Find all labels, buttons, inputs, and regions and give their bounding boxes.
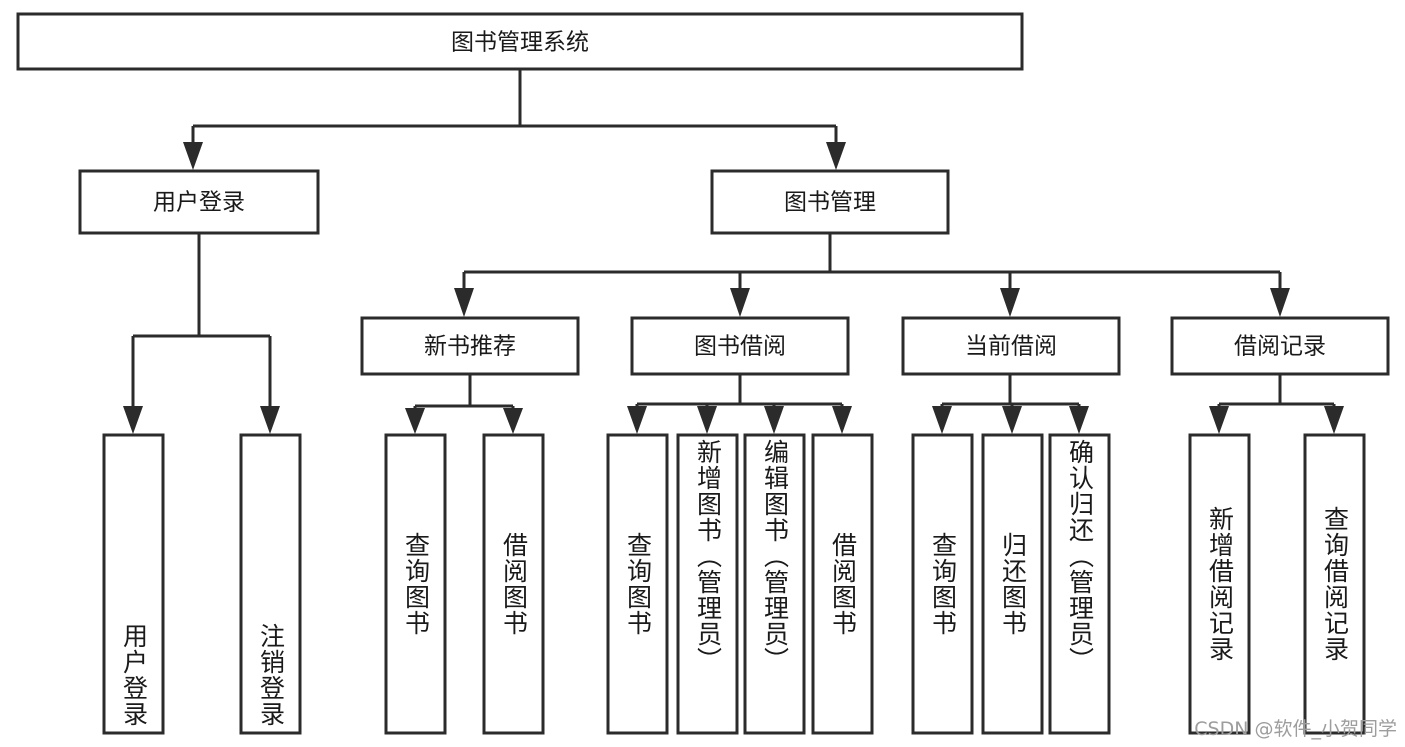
arrow-head-icon [1324,406,1344,434]
arrow-head-icon [826,142,846,170]
node-current-borrow-label: 当前借阅 [965,334,1057,360]
leaf-node-query-record[interactable] [1303,433,1366,735]
node-user-login[interactable]: 用户登录 [78,169,320,235]
arrow-head-icon [627,406,647,434]
node-borrow-record[interactable]: 借阅记录 [1170,316,1390,376]
connector-bookmgmt-to-level3 [454,233,1290,317]
leaf-node-add-book-admin[interactable] [676,433,739,735]
arrow-head-icon [1069,406,1089,434]
leaf-node-borrow-book-2[interactable] [811,433,874,735]
leaf-node-logout-login[interactable] [239,433,302,735]
arrow-head-icon [730,288,750,317]
leaf-node-add-record[interactable] [1188,433,1251,735]
leaf-node-query-book-1[interactable] [384,433,447,735]
arrow-head-icon [932,406,952,434]
arrow-head-icon [697,406,717,434]
connector-userlogin-to-leaves [123,233,280,434]
connector-record-to-leaves [1209,374,1344,434]
node-root-label: 图书管理系统 [451,30,589,56]
arrow-head-icon [405,408,425,434]
arrow-head-icon [764,406,784,434]
node-new-book-recommend-label: 新书推荐 [424,334,516,360]
arrow-head-icon [260,406,280,434]
leaf-node-user-login[interactable] [102,433,165,735]
arrow-head-icon [454,288,474,317]
leaf-node-query-book-2[interactable] [606,433,669,735]
leaf-node-edit-book-admin[interactable] [743,433,806,735]
node-book-borrow-label: 图书借阅 [694,334,786,360]
connector-borrow-to-leaves [627,374,852,434]
leaf-node-query-book-3[interactable] [911,433,974,735]
node-book-management-label: 图书管理 [784,190,876,216]
node-current-borrow[interactable]: 当前借阅 [901,316,1121,376]
arrow-head-icon [832,406,852,434]
node-borrow-record-label: 借阅记录 [1234,334,1326,360]
node-user-login-label: 用户登录 [153,190,245,216]
arrow-head-icon [123,406,143,434]
node-root[interactable]: 图书管理系统 [16,12,1024,71]
arrow-head-icon [503,408,523,434]
node-book-borrow[interactable]: 图书借阅 [630,316,850,376]
leaf-nodes-group [102,433,1366,735]
arrow-head-icon [1000,288,1020,317]
arrow-head-icon [183,142,203,170]
connector-current-to-leaves [932,374,1089,434]
arrow-head-icon [1270,288,1290,317]
leaf-node-confirm-return[interactable] [1048,433,1111,735]
csdn-watermark: CSDN @软件_小贺同学 [1194,718,1397,740]
node-book-management[interactable]: 图书管理 [710,169,950,235]
leaf-node-borrow-book-1[interactable] [482,433,545,735]
node-new-book-recommend[interactable]: 新书推荐 [360,316,580,376]
connector-newbook-to-leaves [405,374,523,434]
arrow-head-icon [1209,406,1229,434]
connector-root-to-level2 [183,69,846,170]
arrow-head-icon [1002,406,1022,434]
leaf-node-return-book[interactable] [981,433,1044,735]
